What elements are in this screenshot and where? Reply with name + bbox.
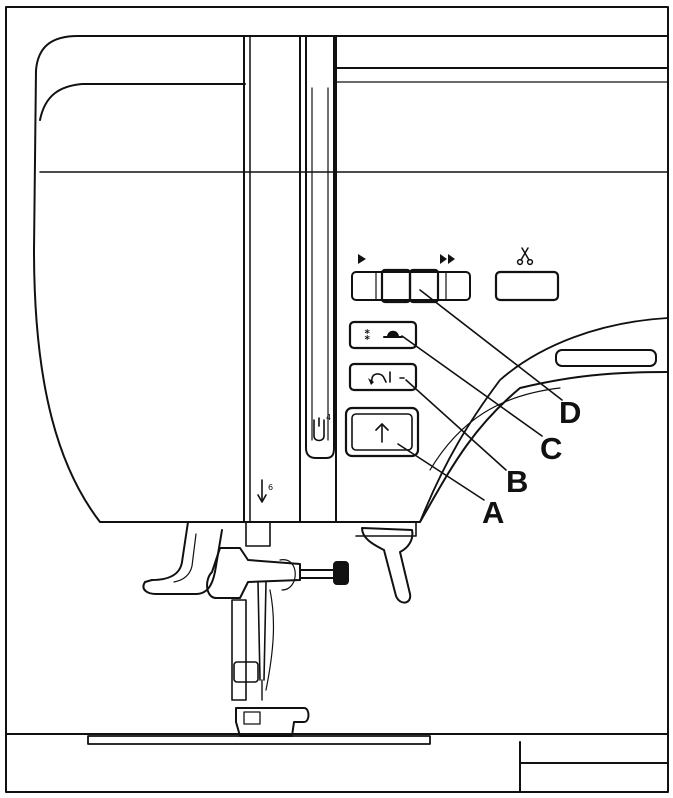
machine-head-outline	[33, 35, 669, 523]
speed-slow-icon	[358, 254, 366, 264]
leader-line-c	[401, 335, 543, 437]
presser-foot-toe	[243, 711, 261, 725]
reverse-stitch-button[interactable]	[348, 362, 418, 392]
machine-head-inner-curve	[39, 83, 246, 121]
presser-foot-screw	[233, 661, 259, 683]
needle-up-down-button-outer[interactable]	[344, 406, 420, 458]
callout-d-label: D	[559, 395, 582, 430]
svg-text:6: 6	[268, 483, 273, 492]
leader-line-b	[405, 379, 507, 471]
threader-icon: 4	[313, 413, 331, 442]
needle-clamp	[206, 547, 301, 599]
scissors-icon	[516, 247, 534, 266]
callout-a-label: A	[482, 495, 505, 530]
up-arrow-icon	[375, 423, 389, 443]
callout-b-label: B	[506, 464, 529, 499]
speed-fast-icon	[440, 254, 455, 264]
presser-bar	[231, 599, 247, 701]
presser-foot-lever	[142, 521, 223, 595]
outer-frame	[5, 6, 669, 793]
leader-line-d	[419, 289, 563, 401]
leader-line-a	[397, 443, 485, 501]
presser-foot-lever-inner	[173, 533, 197, 583]
thread-tension-lever-bar	[355, 521, 417, 537]
callout-c-label: C	[540, 431, 563, 466]
thread-tension-lever	[361, 527, 414, 604]
speed-slider-knob-2[interactable]	[408, 268, 440, 304]
needle-bar	[245, 521, 271, 547]
needle-clamp-screw-head	[333, 561, 349, 585]
needle-plate	[87, 735, 431, 745]
thread-guide-wire	[279, 559, 296, 591]
needle-shaft	[257, 581, 261, 681]
thread-cutter-button[interactable]	[494, 270, 560, 302]
needle-shaft-2	[263, 581, 267, 681]
needle-down-arrow-icon: 6	[257, 479, 273, 503]
speed-slider-knob[interactable]	[380, 268, 412, 304]
indicator-window	[555, 349, 657, 367]
svg-text:⁑: ⁑	[364, 329, 371, 344]
needle-stop-button[interactable]	[348, 320, 418, 350]
control-panel-curve	[419, 317, 669, 523]
svg-text:4: 4	[326, 413, 331, 422]
thread-guide-inner	[311, 87, 329, 441]
thread-guide-slot	[305, 35, 335, 459]
needle-stop-icon: ⁑	[364, 329, 403, 344]
control-panel-curve-2	[429, 387, 561, 471]
thread-line	[265, 589, 275, 691]
needle-up-down-button[interactable]	[351, 413, 413, 451]
reverse-stitch-icon	[368, 371, 405, 385]
